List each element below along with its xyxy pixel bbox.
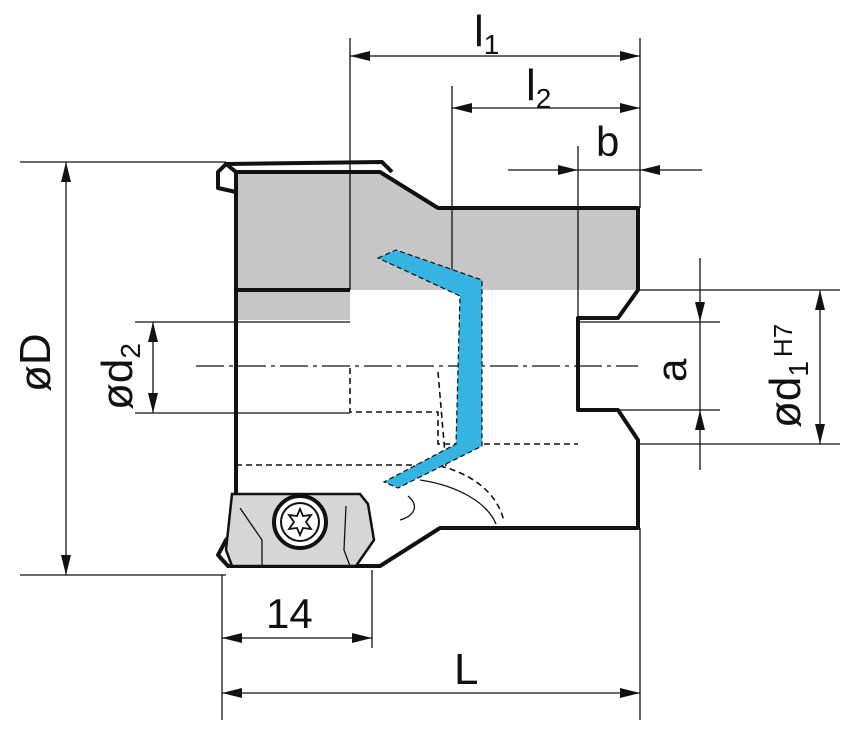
flute-curve [399, 479, 497, 525]
label-l2: l2 [526, 61, 551, 114]
insert-edge-lines [239, 505, 351, 567]
torx-star-icon [287, 506, 313, 538]
hidden-flute-curve [439, 465, 505, 523]
coolant-channel [376, 249, 483, 489]
label-d2: ød2 [93, 343, 146, 410]
label-l1: l1 [474, 7, 499, 60]
label-a: a [648, 358, 695, 382]
insert-pocket [224, 492, 376, 568]
label-14: 14 [266, 590, 313, 637]
label-d1: ød1H7 [761, 324, 814, 428]
top-lip [216, 160, 394, 194]
hidden-bore-lines [236, 368, 578, 467]
label-D: øD [11, 333, 60, 392]
cutter-body-outline [216, 170, 640, 568]
label-L: L [454, 645, 478, 694]
torx-screw-inner [280, 502, 320, 542]
label-b: b [596, 118, 619, 165]
